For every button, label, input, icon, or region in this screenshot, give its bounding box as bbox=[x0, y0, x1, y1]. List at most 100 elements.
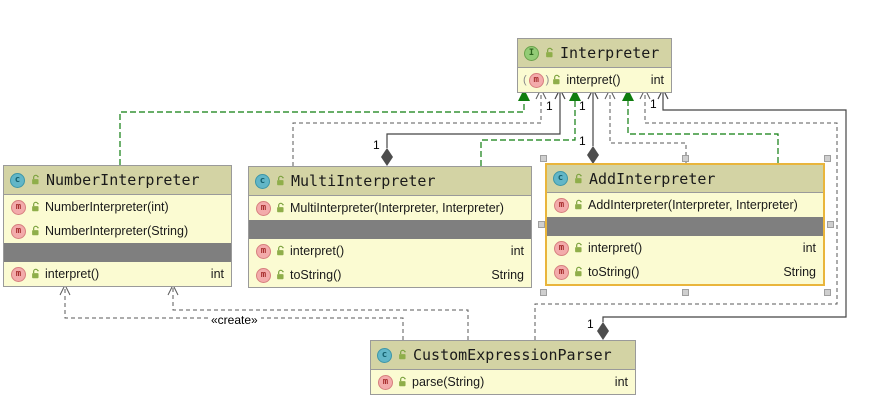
create-stereotype-label: «create» bbox=[208, 314, 261, 326]
realization-arrowhead bbox=[569, 89, 581, 101]
class-header[interactable]: c AddInterpreter bbox=[547, 165, 823, 193]
member-label: parse(String) bbox=[412, 375, 485, 389]
member-label: toString() bbox=[588, 265, 640, 279]
member-row[interactable]: m interpret() int bbox=[547, 236, 823, 260]
aggregation-edge-multiinterpreter[interactable] bbox=[386, 92, 561, 148]
fields-separator bbox=[547, 217, 823, 236]
class-title: MultiInterpreter bbox=[291, 172, 436, 190]
lock-icon bbox=[551, 74, 562, 86]
multiplicity-label: 1 bbox=[587, 317, 594, 331]
member-row[interactable]: m interpret() int bbox=[4, 262, 231, 286]
dependency-edge-multiinterpreter[interactable] bbox=[292, 92, 542, 166]
lock-icon bbox=[275, 269, 286, 281]
class-title: NumberInterpreter bbox=[46, 171, 200, 189]
member-row[interactable]: m AddInterpreter(Interpreter, Interprete… bbox=[547, 193, 823, 217]
aggregation-diamond bbox=[381, 148, 393, 166]
realization-arrowhead bbox=[518, 89, 530, 101]
member-row[interactable]: m NumberInterpreter(int) bbox=[4, 195, 231, 219]
member-label: NumberInterpreter(String) bbox=[45, 224, 189, 238]
member-label: NumberInterpreter(int) bbox=[45, 200, 169, 214]
lock-icon bbox=[30, 201, 41, 213]
member-label: toString() bbox=[290, 268, 342, 282]
aggregation-edge-parser[interactable] bbox=[602, 92, 847, 322]
realization-edge-multiinterpreter[interactable] bbox=[480, 101, 576, 166]
class-header[interactable]: c NumberInterpreter bbox=[4, 166, 231, 195]
selection-handle[interactable] bbox=[538, 221, 545, 228]
class-icon: c bbox=[255, 173, 270, 189]
member-row[interactable]: m interpret() int bbox=[249, 239, 531, 263]
multiplicity-label: 1 bbox=[579, 99, 586, 113]
realization-edge-numberinterpreter[interactable] bbox=[119, 101, 525, 165]
class-title: Interpreter bbox=[560, 44, 660, 62]
member-label: interpret() bbox=[290, 244, 345, 258]
member-type: int bbox=[510, 244, 524, 258]
method-icon: m bbox=[11, 199, 26, 215]
lock-icon bbox=[573, 242, 584, 254]
member-row[interactable]: m parse(String) int bbox=[371, 370, 635, 394]
interface-icon: I bbox=[524, 45, 539, 61]
class-box-customexpressionparser[interactable]: c CustomExpressionParser m parse(String)… bbox=[370, 340, 636, 395]
method-icon: m bbox=[554, 197, 569, 213]
lock-icon bbox=[573, 199, 584, 211]
member-row[interactable]: m toString() String bbox=[249, 263, 531, 287]
member-type: String bbox=[783, 265, 816, 279]
member-type: int bbox=[650, 73, 664, 87]
member-type: int bbox=[802, 241, 816, 255]
lock-icon bbox=[573, 173, 584, 185]
fields-separator bbox=[249, 220, 531, 239]
method-icon: m bbox=[554, 264, 569, 280]
dependency-edge-addinterpreter[interactable] bbox=[609, 92, 687, 163]
lock-icon bbox=[275, 175, 286, 187]
method-icon: m bbox=[256, 243, 271, 259]
member-type: int bbox=[614, 375, 628, 389]
class-icon: c bbox=[377, 347, 392, 363]
selection-handle[interactable] bbox=[824, 155, 831, 162]
class-header[interactable]: I Interpreter bbox=[518, 39, 671, 68]
multiplicity-label: 1 bbox=[579, 134, 586, 148]
aggregation-diamond bbox=[587, 146, 599, 164]
realization-edge-addinterpreter[interactable] bbox=[627, 101, 779, 163]
multiplicity-label: 1 bbox=[546, 99, 553, 113]
class-header[interactable]: c MultiInterpreter bbox=[249, 167, 531, 196]
selection-handle[interactable] bbox=[824, 289, 831, 296]
member-label: MultiInterpreter(Interpreter, Interprete… bbox=[290, 201, 504, 215]
lock-icon bbox=[544, 47, 555, 59]
selection-handle[interactable] bbox=[682, 155, 689, 162]
lock-icon bbox=[30, 225, 41, 237]
lock-icon bbox=[30, 174, 41, 186]
method-icon: m bbox=[528, 72, 544, 88]
class-title: AddInterpreter bbox=[589, 169, 716, 188]
member-label: interpret() bbox=[45, 267, 100, 281]
aggregation-diamond bbox=[597, 322, 609, 340]
class-header[interactable]: c CustomExpressionParser bbox=[371, 341, 635, 370]
method-icon: m bbox=[256, 267, 271, 283]
lock-icon bbox=[573, 266, 584, 278]
selection-handle[interactable] bbox=[827, 221, 834, 228]
dependency-edge-parser-interpreter[interactable] bbox=[534, 92, 838, 340]
abstract-paren: ) bbox=[545, 73, 550, 86]
dependency-edge-parser-numberinterpreter[interactable] bbox=[172, 288, 469, 340]
fields-separator bbox=[4, 243, 231, 262]
class-box-addinterpreter[interactable]: c AddInterpreter m AddInterpreter(Interp… bbox=[545, 163, 825, 286]
lock-icon bbox=[397, 349, 408, 361]
class-box-numberinterpreter[interactable]: c NumberInterpreter m NumberInterpreter(… bbox=[3, 165, 232, 287]
abstract-paren: ( bbox=[523, 73, 527, 86]
method-icon: m bbox=[256, 200, 271, 216]
member-label: interpret() bbox=[566, 73, 621, 87]
selection-handle[interactable] bbox=[682, 289, 689, 296]
method-icon: m bbox=[378, 374, 393, 390]
selection-handle[interactable] bbox=[540, 289, 547, 296]
class-box-multiinterpreter[interactable]: c MultiInterpreter m MultiInterpreter(In… bbox=[248, 166, 532, 288]
lock-icon bbox=[275, 202, 286, 214]
selection-handle[interactable] bbox=[540, 155, 547, 162]
member-row[interactable]: m MultiInterpreter(Interpreter, Interpre… bbox=[249, 196, 531, 220]
multiplicity-label: 1 bbox=[650, 97, 657, 111]
class-icon: c bbox=[10, 172, 25, 188]
lock-icon bbox=[275, 245, 286, 257]
class-box-interpreter[interactable]: I Interpreter ( m ) interpret() int bbox=[517, 38, 672, 93]
class-icon: c bbox=[553, 171, 568, 186]
member-row[interactable]: ( m ) interpret() int bbox=[518, 68, 671, 92]
method-icon: m bbox=[554, 240, 569, 256]
member-row[interactable]: m NumberInterpreter(String) bbox=[4, 219, 231, 243]
member-row[interactable]: m toString() String bbox=[547, 260, 823, 284]
